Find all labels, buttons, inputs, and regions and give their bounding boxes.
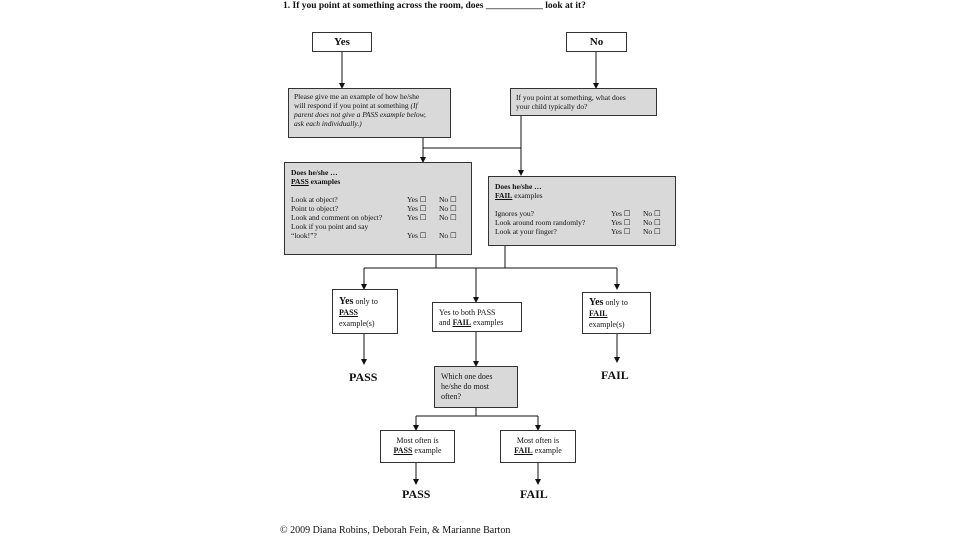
pass-examples-box: Does he/she … PASS examples Look at obje… <box>284 162 472 255</box>
fail-item-row: Ignores you?Yes ☐No ☐ <box>495 209 669 218</box>
fail-item-row: Look around room randomly?Yes ☐No ☐ <box>495 218 669 227</box>
outcome-fail-2: FAIL <box>520 487 548 501</box>
yes-prompt-line3: parent does not give a PASS example belo… <box>294 110 426 119</box>
checkbox-yes[interactable]: Yes ☐ <box>407 195 427 204</box>
checkbox-yes[interactable]: Yes ☐ <box>611 209 631 218</box>
yes-only-fail-bold: Yes <box>589 297 604 308</box>
yes-only-pass-box: Yes only to PASS example(s) <box>332 289 398 334</box>
fail-box-subtitle: FAIL examples <box>495 191 543 200</box>
which-box: Which one does he/she do most often? <box>434 366 518 408</box>
yes-prompt-line4: ask each individually.) <box>294 119 362 128</box>
checkbox-no[interactable]: No ☐ <box>439 204 457 213</box>
most-fail-line2: FAIL example <box>514 446 562 455</box>
fail-item-row: Look at your finger?Yes ☐No ☐ <box>495 227 669 236</box>
top-yes-label: Yes <box>334 36 350 48</box>
yes-prompt-line2-italic: (If <box>410 101 418 110</box>
fail-box-title: Does he/she … <box>495 182 542 191</box>
checkbox-no[interactable]: No ☐ <box>439 195 457 204</box>
which-line1: Which one does <box>441 372 493 381</box>
copyright-text: © 2009 Diana Robins, Deborah Fein, & Mar… <box>280 525 511 536</box>
checkbox-no[interactable]: No ☐ <box>643 227 661 236</box>
top-no-box: No <box>566 32 627 52</box>
pass-box-title: Does he/she … <box>291 168 338 177</box>
top-no-label: No <box>589 36 604 48</box>
question-text-end: look at it? <box>545 1 586 11</box>
checkbox-yes[interactable]: Yes ☐ <box>407 204 427 213</box>
question-blank: ____________ <box>485 1 543 11</box>
checkbox-yes[interactable]: Yes ☐ <box>611 218 631 227</box>
question-number: 1. <box>283 1 291 11</box>
outcome-fail-1: FAIL <box>601 368 629 382</box>
yes-only-pass-bold: Yes <box>339 296 354 307</box>
fail-examples-box: Does he/she … FAIL examples Ignores you?… <box>488 176 676 246</box>
yes-both-line2: and FAIL examples <box>439 318 504 327</box>
most-fail-line1: Most often is <box>516 436 560 445</box>
yes-only-fail-examples: example(s) <box>589 320 625 329</box>
pass-item-row: “look!”?Yes ☐No ☐ <box>291 231 465 240</box>
outcome-pass-1: PASS <box>349 370 378 384</box>
yes-only-fail-fail: FAIL <box>589 309 608 318</box>
checkbox-yes[interactable]: Yes ☐ <box>407 231 427 240</box>
no-prompt-line2: your child typically do? <box>516 102 588 111</box>
yes-only-fail-rest: only to <box>603 298 628 307</box>
yes-only-pass-examples: example(s) <box>339 319 375 328</box>
which-line2: he/she do most <box>441 382 489 391</box>
yes-prompt-box: Please give me an example of how he/she … <box>288 88 451 138</box>
checkbox-no[interactable]: No ☐ <box>439 213 457 222</box>
most-fail-box: Most often is FAIL example <box>500 430 576 463</box>
question-header: 1. If you point at something across the … <box>283 1 586 11</box>
no-prompt-line1: If you point at something, what does <box>516 93 626 102</box>
pass-last-q1: Look if you point and say <box>291 222 369 231</box>
checkbox-yes[interactable]: Yes ☐ <box>611 227 631 236</box>
no-prompt-box: If you point at something, what does you… <box>510 88 657 116</box>
pass-item-row: Point to object?Yes ☐No ☐ <box>291 204 465 213</box>
pass-item-row: Look at object?Yes ☐No ☐ <box>291 195 465 204</box>
yes-only-pass-rest: only to <box>353 297 378 306</box>
checkbox-no[interactable]: No ☐ <box>643 209 661 218</box>
checkbox-no[interactable]: No ☐ <box>643 218 661 227</box>
pass-box-subtitle: PASS examples <box>291 177 341 186</box>
yes-prompt-line1: Please give me an example of how he/she <box>294 92 420 101</box>
yes-both-box: Yes to both PASS and FAIL examples <box>432 302 522 332</box>
pass-item-row: Look and comment on object?Yes ☐No ☐ <box>291 213 465 222</box>
outcome-pass-2: PASS <box>402 487 431 501</box>
yes-only-fail-box: Yes only to FAIL example(s) <box>582 292 651 334</box>
checkbox-yes[interactable]: Yes ☐ <box>407 213 427 222</box>
yes-only-pass-pass: PASS <box>339 308 358 317</box>
which-line3: often? <box>441 392 461 401</box>
top-yes-box: Yes <box>312 32 372 52</box>
most-pass-box: Most often is PASS example <box>380 430 455 463</box>
checkbox-no[interactable]: No ☐ <box>439 231 457 240</box>
question-text-start: If you point at something across the roo… <box>292 1 484 11</box>
most-pass-line2: PASS example <box>393 446 442 455</box>
yes-prompt-line2: will respond if you point at something <box>294 101 409 110</box>
yes-both-line1: Yes to both PASS <box>439 308 496 317</box>
most-pass-line1: Most often is <box>396 436 439 445</box>
